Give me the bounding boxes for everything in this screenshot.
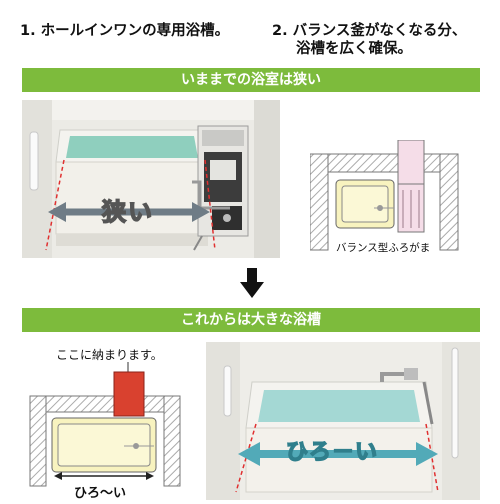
point-two-heading-line2: 浴槽を広く確保。: [296, 41, 412, 57]
section-bar-new-bathroom: これからは大きな浴槽: [22, 308, 480, 332]
fits-here-callout: ここに納まります。: [56, 348, 163, 362]
wide-dimension-label: ひろ～い: [74, 486, 127, 501]
old-bathroom-photo: 狭い: [22, 100, 280, 258]
narrow-label: 狭い: [101, 197, 154, 227]
transition-arrow-down-icon: [240, 268, 264, 298]
point-one-heading: 1. ホールインワンの専用浴槽。: [20, 23, 230, 39]
spacious-label: ひろ－い: [285, 439, 379, 466]
balance-boiler-label: バランス型ふろがま: [336, 242, 431, 254]
section-bar-old-bathroom: いままでの浴室は狭い: [22, 68, 480, 92]
new-bathroom-photo: ひろ－い: [206, 342, 480, 500]
old-floor-plan-diagram: バランス型ふろがま: [309, 139, 470, 258]
point-two-heading-line1: 2. バランス釜がなくなる分、: [272, 23, 467, 39]
new-floor-plan-diagram: ひろ～い: [20, 362, 190, 501]
